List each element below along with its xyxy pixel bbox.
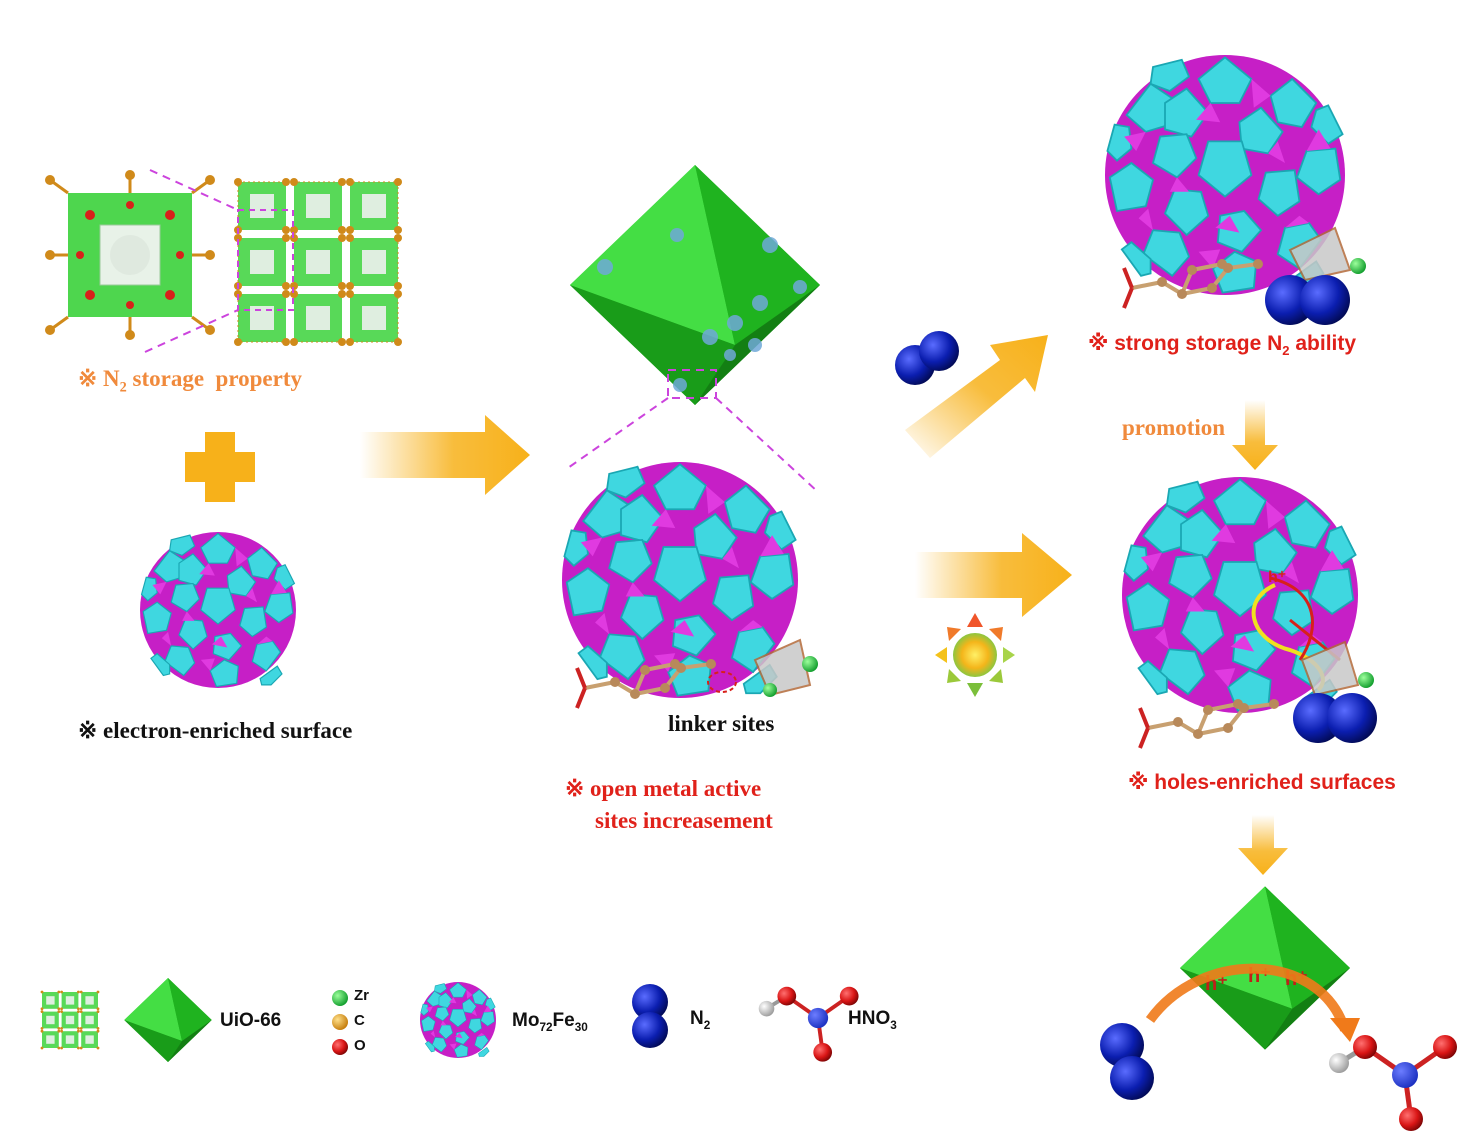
arrow-down-lower: [1238, 815, 1288, 875]
arrow-down-promotion: [1232, 400, 1278, 470]
legend-c-label: C: [354, 1012, 365, 1029]
n2-molecule-top-right: [1265, 275, 1350, 325]
n2-molecule-bottom: [1100, 1023, 1154, 1100]
legend-atom-icons: [332, 990, 348, 1055]
legend-octahedron-icon: [124, 978, 212, 1062]
electron-enriched-surface-label: ※ electron-enriched surface: [78, 718, 353, 743]
n2-storage-property-label: ※ N2 storage property: [78, 366, 302, 396]
legend-hno3-icon: [756, 984, 861, 1064]
arrow-right-main: [360, 415, 530, 495]
arrow-right-lower: [915, 533, 1072, 617]
n2-molecule-incoming: [895, 331, 959, 385]
open-metal-sites-label-line2: sites increasement: [595, 808, 773, 833]
plus-icon: [185, 432, 255, 502]
promotion-label: promotion: [1122, 415, 1226, 440]
uio66-octahedron-center: [570, 165, 820, 405]
uio66-cluster-image: [45, 170, 215, 340]
legend-o-label: O: [354, 1037, 366, 1054]
legend-uio66-label: UiO-66: [220, 1010, 282, 1031]
mo72fe30-cluster-left: [139, 531, 297, 689]
legend-zr-label: Zr: [354, 987, 369, 1004]
n2-molecule-mid-right: [1293, 693, 1377, 743]
zr-node-top-right: [1288, 226, 1366, 282]
curved-arrow-bottom: [1145, 963, 1360, 1042]
legend-keplerate-icon: [419, 981, 497, 1059]
zoom-guide-lines-center: [564, 369, 819, 493]
mof-lattice-image: [234, 178, 402, 346]
holes-enriched-surfaces-label: ※ holes-enriched surfaces: [1128, 771, 1396, 794]
linker-molecule-mid-right: [1138, 697, 1281, 750]
open-metal-sites-label-line1: ※ open metal active: [565, 776, 762, 801]
legend-hno3-label: HNO3: [848, 1008, 897, 1032]
zr-node-mid-right: [1300, 640, 1374, 697]
legend-mo72fe30-label: Mo72Fe30: [512, 1010, 588, 1034]
linker-sites-label: linker sites: [668, 711, 775, 736]
arrow-diagonal-up: [905, 335, 1048, 458]
legend-n2-label: N2: [690, 1008, 711, 1032]
legend-mof-lattice-icon: [40, 990, 100, 1050]
legend-n2-icon: [632, 984, 668, 1048]
zr-node-center: [707, 638, 818, 697]
sun-light-icon: [935, 613, 1015, 697]
zoom-guide-lines-topleft: [144, 169, 294, 353]
h-plus-label-mid: h⁺: [1268, 569, 1286, 586]
strong-storage-label: ※ strong storage N2 ability: [1088, 332, 1357, 359]
hno3-molecule-bottom: [1329, 1035, 1457, 1131]
